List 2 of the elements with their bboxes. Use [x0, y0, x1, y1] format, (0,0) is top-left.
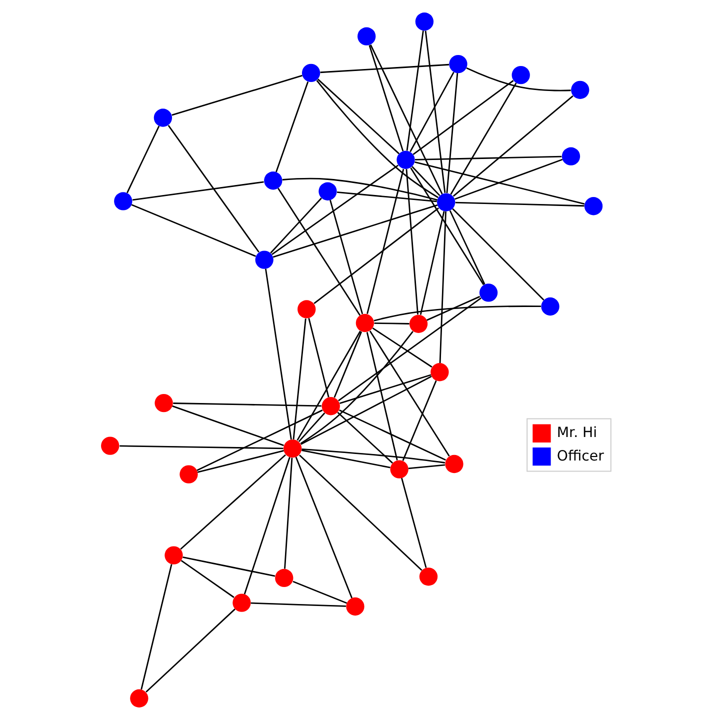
legend-label: Officer [556, 448, 604, 464]
legend-label: Mr. Hi [556, 425, 598, 442]
